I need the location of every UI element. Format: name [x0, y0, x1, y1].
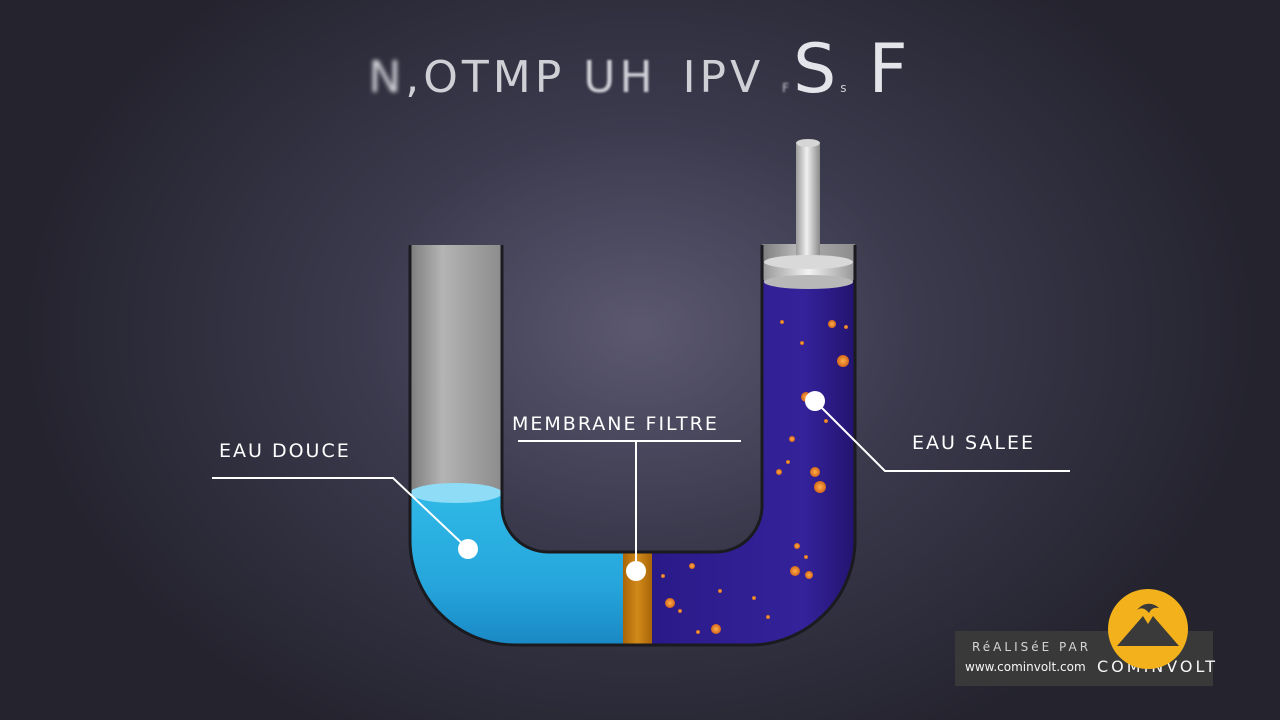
tube-inner-outline: [500, 245, 764, 554]
salt-particle: [665, 598, 675, 608]
credit-made-by: RéALISéE PAR: [972, 640, 1092, 654]
fresh-water-surface: [410, 483, 502, 503]
piston-disc-bottom: [764, 275, 853, 289]
fresh-water: [410, 493, 623, 645]
piston-rod: [796, 142, 820, 268]
fresh-water-label: EAU DOUCE: [219, 440, 351, 462]
salt-water: [652, 280, 855, 645]
salt-particle: [804, 555, 808, 559]
salt-particle: [776, 469, 782, 475]
salt-particles: [661, 320, 849, 634]
salt-particle: [805, 571, 813, 579]
left-tube-empty: [410, 245, 502, 495]
title-part-8: F: [868, 30, 912, 109]
salt-particle: [711, 624, 721, 634]
salt-particle: [718, 589, 722, 593]
membrane-callout-dot: [626, 561, 646, 581]
salt-particle: [837, 355, 849, 367]
title-part-7: s: [840, 81, 851, 95]
salt-particle: [661, 574, 665, 578]
salt-particle: [752, 596, 756, 600]
membrane-label: MEMBRANE FILTRE: [512, 413, 719, 435]
title-part-1: N: [368, 52, 406, 103]
salt-particle: [789, 436, 795, 442]
logo-bird-icon: [1137, 603, 1159, 613]
salt-particle: [780, 320, 784, 324]
salt-particle: [766, 615, 770, 619]
fresh-water-callout-dot: [458, 539, 478, 559]
salt-particle: [800, 341, 804, 345]
title-part-5: F: [782, 81, 794, 95]
salt-particle: [696, 630, 700, 634]
salt-particle: [689, 563, 695, 569]
fresh-water-callout-line: [212, 477, 469, 550]
salt-particle: [790, 566, 800, 576]
piston-disc-top: [764, 255, 853, 269]
title-part-2: ,OTMP: [405, 52, 566, 103]
title-part-4: IPV: [682, 52, 765, 103]
tube-outer-outline: [408, 245, 857, 647]
salt-particle: [794, 543, 800, 549]
salt-particle: [786, 460, 790, 464]
logo-mountain-icon: [1117, 616, 1179, 646]
salt-particle: [814, 481, 826, 493]
credit-url-link[interactable]: www.cominvolt.com: [965, 660, 1086, 674]
salt-particle: [828, 320, 836, 328]
cominvolt-logo: [1108, 589, 1188, 669]
salt-water-label: EAU SALEE: [912, 432, 1035, 454]
salt-particle: [810, 467, 820, 477]
distorted-title: N,OTMP UH IPV FSs F: [0, 30, 1280, 109]
salt-particle: [844, 325, 848, 329]
salt-particle: [678, 609, 682, 613]
piston-rod-top: [796, 139, 820, 147]
title-part-3: UH: [583, 52, 657, 103]
salt-water-callout-line: [814, 400, 1070, 472]
title-part-6: S: [793, 30, 841, 109]
salt-particle: [824, 419, 828, 423]
salt-water-callout-dot: [805, 391, 825, 411]
